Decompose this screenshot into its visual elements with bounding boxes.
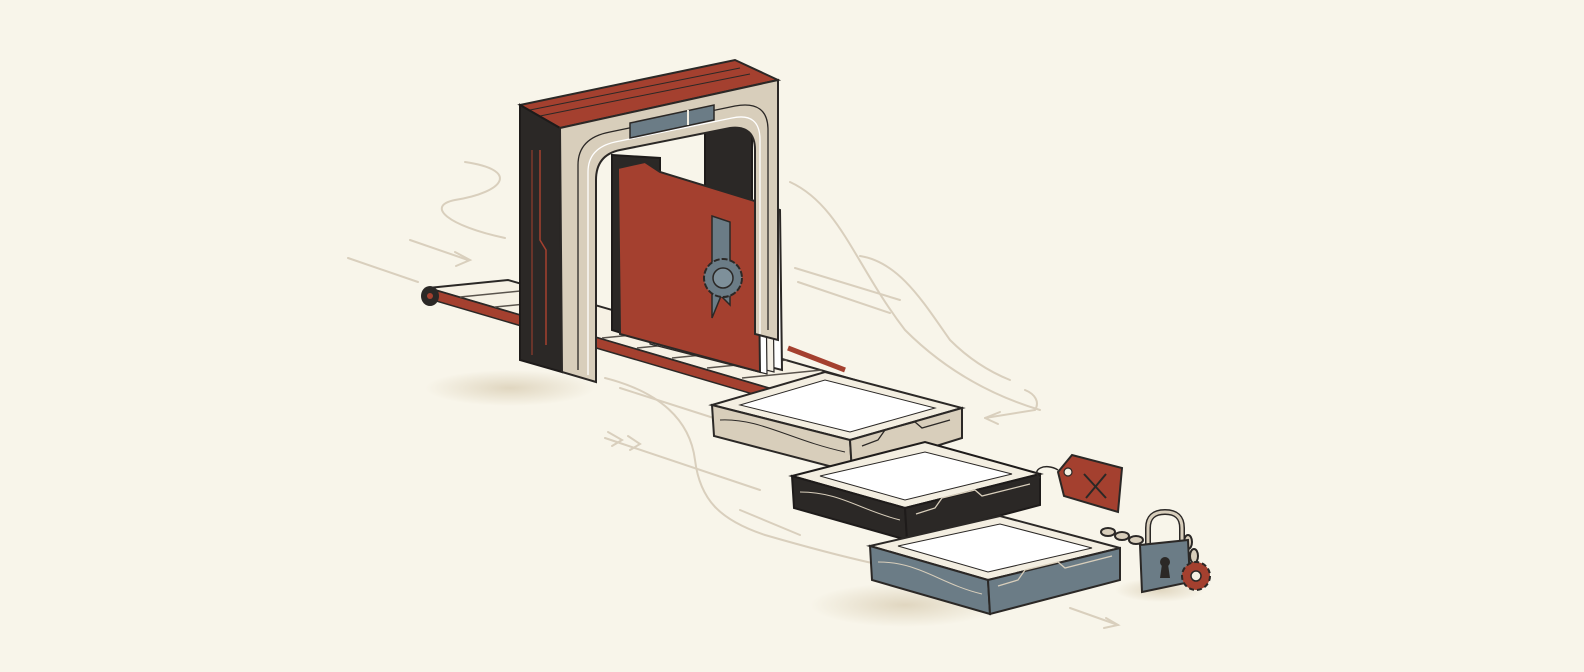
certified-document-folder — [611, 153, 784, 375]
flow-lines — [347, 161, 1121, 629]
slate-tray — [866, 514, 1121, 616]
x-mark-icon — [1083, 473, 1107, 499]
gear-icon — [1181, 561, 1211, 591]
scanner-arch — [517, 58, 782, 384]
seal-icon — [703, 258, 743, 298]
beige-tray — [708, 370, 966, 474]
rejected-tag — [1036, 453, 1124, 514]
keyhole-icon — [1160, 557, 1170, 578]
padlock-with-chain — [1100, 508, 1211, 594]
